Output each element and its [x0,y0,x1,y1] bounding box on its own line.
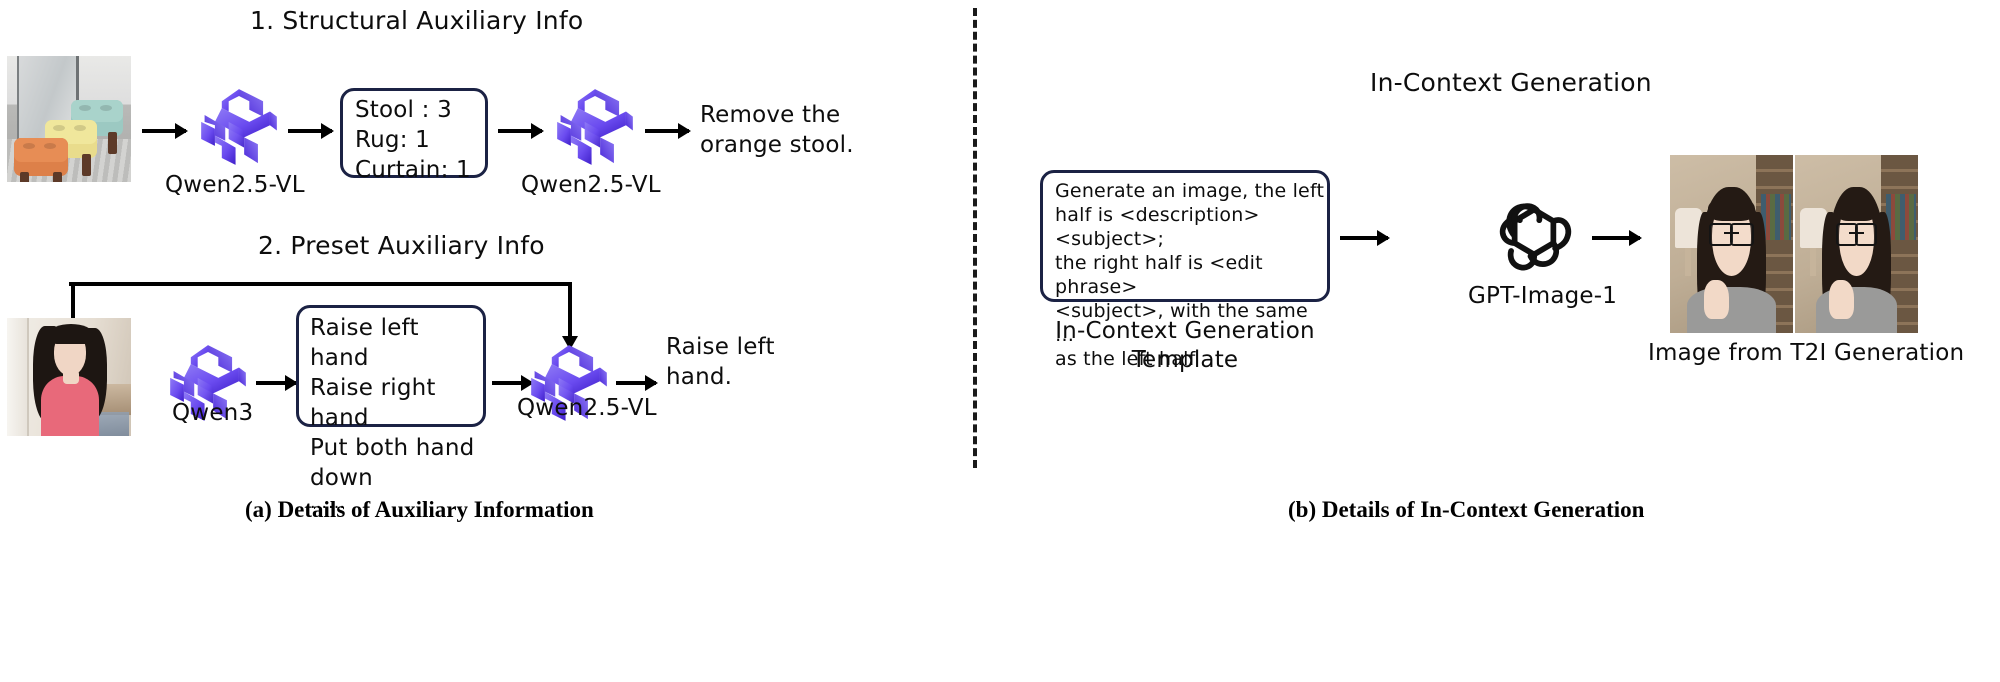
panel-b-caption: (b) Details of In-Context Generation [1288,497,1645,522]
output-text-s2: Raise left hand. [666,332,775,392]
template-line-4: as the left half [1055,348,1196,370]
structural-info-box: Stool : 3 Rug: 1 Curtain: 1 [340,88,488,183]
template-caption-line-0: In-Context Generation [1055,318,1315,344]
arrow-template-to-model [1340,236,1388,240]
template-caption-line-1: Template [1131,347,1239,373]
books-left [1761,194,1791,241]
openai-logo [1490,192,1578,280]
neck [63,370,79,384]
output-text-s1-line-0: Remove the [700,102,841,128]
bangs-left-half [1708,195,1755,221]
arrow-model2-to-output-s1 [645,129,689,133]
structural-info-line-2: Curtain: 1 [355,157,471,183]
arrow-box-to-model2-s2 [492,381,532,385]
template-line-3: <subject>, with the same … [1055,300,1308,346]
preset-info-line-3: …… [310,493,346,513]
t2i-output-caption: Image from T2I Generation [1648,340,1965,366]
qwen-label-s1-model2: Qwen2.5-VL [521,172,661,198]
preset-info-line-0: Raise left hand [310,315,419,371]
generated-half-right [1793,155,1918,333]
glasses-left-half [1709,222,1754,247]
feedback-connector-s2 [0,0,960,420]
output-text-s1-line-1: orange stool. [700,132,854,158]
lamp-stem-right [1809,247,1816,277]
preset-info-line-2: Put both hand down [310,435,475,491]
lamp-stem-left [1684,247,1691,277]
arrow-model1-to-box-s1 [288,129,332,133]
sweater-left-half [1687,286,1776,333]
arrow-input-to-model1-s1 [142,129,186,133]
qwen-label-s1-model1: Qwen2.5-VL [165,172,305,198]
hand-on-chin-right [1829,279,1855,319]
generated-half-left [1670,155,1793,333]
stools-input-image [7,56,131,182]
arrow-model1-to-box-s2 [256,381,296,385]
woman-input-image [7,318,131,436]
qwen-logo-s2-model1 [165,340,251,426]
panel-a-caption: (a) Details of Auxiliary Information [245,497,594,522]
template-line-1: half is <description> <subject>; [1055,204,1260,250]
hair-top [49,324,93,344]
door-frame [16,56,21,145]
output-text-s2-line-0: Raise left [666,334,775,360]
books-right [1886,194,1916,241]
structural-info-line-0: Stool : 3 [355,97,452,123]
preset-info-box: Raise left hand Raise right hand Put bot… [296,305,486,513]
template-line-0: Generate an image, the left [1055,180,1325,202]
stool-orange [14,138,68,182]
qwen-label-s2-model1: Qwen3 [172,400,254,426]
hand-on-chin-left [1704,279,1730,319]
structural-info-line-1: Rug: 1 [355,127,431,153]
bangs-right-half [1835,195,1878,221]
glasses-bridge-left [1724,231,1739,235]
output-text-s2-line-1: hand. [666,364,733,390]
panel-divider [973,8,977,468]
template-line-2: the right half is <edit phrase> [1055,252,1263,298]
section2-title: 2. Preset Auxiliary Info [258,231,545,260]
preset-info-line-1: Raise right hand [310,375,436,431]
arrow-box-to-model2-s1 [498,129,542,133]
pink-top [41,376,99,436]
qwen-logo-s1-model2 [552,84,638,170]
glasses-right-half [1835,222,1878,247]
panel-b-title: In-Context Generation [1370,68,1652,97]
sweater-right-half [1815,286,1898,333]
qwen-logo-s1-model1 [196,84,282,170]
qwen-label-s2-model2: Qwen2.5-VL [517,395,657,421]
openai-model-label: GPT-Image-1 [1468,283,1618,309]
section1-title: 1. Structural Auxiliary Info [250,6,584,35]
output-text-s1: Remove the orange stool. [700,100,854,160]
qwen-logo-s2-model2 [526,340,612,426]
in-context-template-box: Generate an image, the left half is <des… [1040,170,1330,370]
glasses-bridge-right [1849,231,1864,235]
door-panel [7,318,29,436]
shelf-lower [91,412,129,436]
panel-a: 1. Structural Auxiliary Info [0,0,960,682]
arrow-model2-to-output-s2 [616,381,656,385]
template-caption: In-Context Generation Template [1054,318,1316,373]
arrow-model-to-output [1592,236,1640,240]
t2i-output-image [1670,155,1918,333]
panel-b: In-Context Generation Generate an image,… [980,0,2000,682]
